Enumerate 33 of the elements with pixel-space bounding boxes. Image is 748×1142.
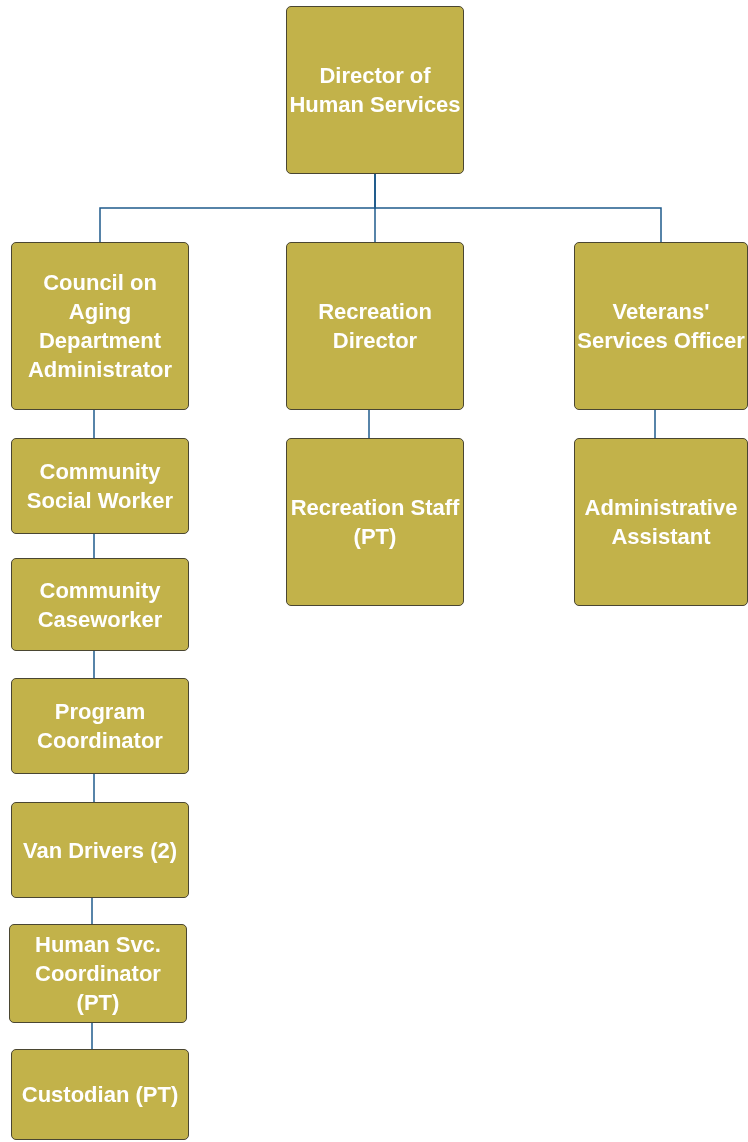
position-box xyxy=(11,242,189,410)
connector-line xyxy=(93,533,95,559)
position-title: Administrative Assistant xyxy=(583,494,739,551)
position-title: Community Caseworker xyxy=(36,576,164,634)
position-title: Custodian (PT) xyxy=(21,1081,179,1109)
position-title: Council on Aging Department Administrator xyxy=(26,269,174,384)
position-title: Community Social Worker xyxy=(25,458,175,515)
position-title: Recreation Director xyxy=(317,298,433,355)
position-title: Human Svc. Coordinator (PT) xyxy=(34,931,162,1017)
connector-line xyxy=(91,1022,93,1050)
connector-line xyxy=(93,409,95,439)
position-title: Recreation Staff (PT) xyxy=(289,494,461,551)
connector-line xyxy=(374,173,662,243)
position-box xyxy=(11,1049,189,1140)
connector-line xyxy=(654,409,656,439)
position-box xyxy=(11,802,189,898)
position-title: Director of Human Services xyxy=(289,62,461,119)
position-box xyxy=(574,242,748,410)
connector-line xyxy=(93,773,95,803)
position-title: Van Drivers (2) xyxy=(22,836,178,865)
position-box xyxy=(286,438,464,606)
connector-line xyxy=(91,897,93,925)
position-box xyxy=(574,438,748,606)
connector-line xyxy=(93,650,95,679)
position-box xyxy=(9,924,187,1023)
position-title: Program Coordinator xyxy=(36,698,164,755)
position-box xyxy=(11,678,189,774)
position-title: Veterans' Services Officer xyxy=(577,298,745,355)
position-box xyxy=(11,438,189,534)
position-box xyxy=(11,558,189,651)
position-box xyxy=(286,6,464,174)
position-box xyxy=(286,242,464,410)
connector-line xyxy=(368,409,370,439)
